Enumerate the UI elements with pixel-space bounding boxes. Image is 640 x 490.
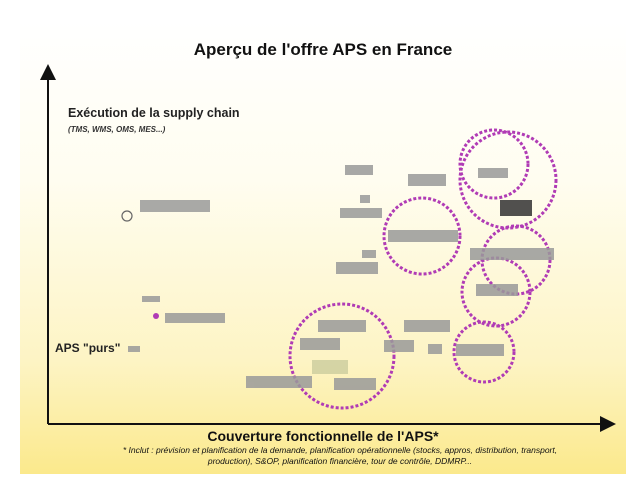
vendor-marker (153, 313, 159, 319)
vendor-logo (300, 338, 340, 350)
vendor-logo (384, 340, 414, 352)
vendor-logo (336, 262, 378, 274)
vendor-logo (128, 346, 140, 352)
vendor-logo (404, 320, 450, 332)
vendor-logo (340, 208, 382, 218)
vendor-logo (408, 174, 446, 186)
vendor-bubble (452, 320, 516, 384)
vendor-marker (121, 210, 133, 222)
vendor-bubble (288, 302, 396, 410)
vendor-logo (318, 320, 366, 332)
vendor-logo (456, 344, 504, 356)
category-sublabel-execution: (TMS, WMS, OMS, MES...) (68, 125, 166, 134)
vendor-logo (360, 195, 370, 203)
vendor-logo (345, 165, 373, 175)
vendor-logo (500, 200, 532, 216)
vendor-logo (478, 168, 508, 178)
x-axis-label: Couverture fonctionnelle de l'APS* (207, 428, 439, 444)
category-label-pure-aps: APS "purs" (55, 341, 121, 355)
vendor-logo (246, 376, 312, 388)
vendor-bubble (458, 128, 530, 200)
vendor-logo (165, 313, 225, 323)
vendor-logo (362, 250, 376, 258)
vendor-logo (428, 344, 442, 354)
vendor-logo (312, 360, 348, 374)
vendor-logo (142, 296, 160, 302)
diagram-title: Aperçu de l'offre APS en France (193, 40, 453, 59)
vendor-logo (388, 230, 458, 242)
vendor-logo (476, 284, 518, 296)
category-label-execution: Exécution de la supply chain (68, 106, 240, 120)
vendor-bubble (460, 256, 532, 328)
vendor-logo (334, 378, 376, 390)
vendor-bubble (382, 196, 462, 276)
vendor-logo (470, 248, 554, 260)
footnote: * Inclut : prévision et planification de… (122, 445, 558, 466)
vendor-logo (140, 200, 210, 212)
